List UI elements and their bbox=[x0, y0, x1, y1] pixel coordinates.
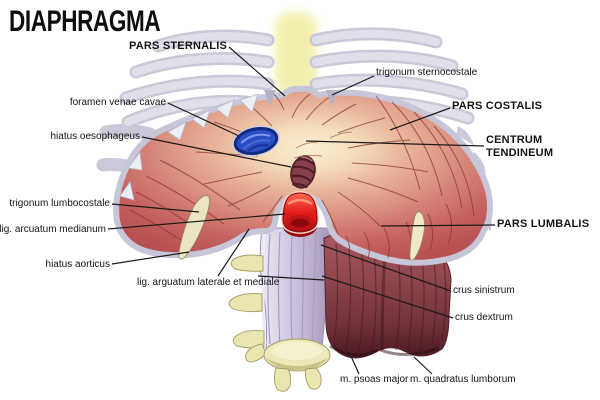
label-foramen-venae-cavae: foramen venae cavae bbox=[69, 97, 166, 108]
leader-hiatus-aorticus bbox=[111, 251, 190, 265]
label-trigonum-sternocostale: trigonum sternocostale bbox=[376, 67, 478, 78]
leader-lig-arcuatum-medianum bbox=[107, 213, 286, 230]
label-m-quadratus-lumborum: m. quadratus lumborum bbox=[410, 374, 516, 385]
label-pars-sternalis: PARS STERNALIS bbox=[129, 40, 227, 52]
lumbocostal-sliver bbox=[178, 195, 210, 260]
label-crus-sinistrum: crus sinistrum bbox=[453, 285, 515, 296]
vena-cava-opening bbox=[232, 125, 280, 157]
leader-pars-sternalis bbox=[228, 46, 286, 97]
label-m-psoas-major: m. psoas major bbox=[340, 374, 409, 385]
lumbar-vertebra bbox=[228, 254, 331, 392]
diagram-title: DIAPHRAGMA bbox=[9, 5, 161, 38]
leader-hiatus-oesophageus bbox=[141, 136, 292, 168]
leader-centrum-tendineum bbox=[305, 140, 485, 147]
label-hiatus-aorticus: hiatus aorticus bbox=[45, 259, 110, 270]
aorta bbox=[280, 191, 320, 237]
leader-m-quadratus-lumborum bbox=[413, 356, 433, 375]
label-crus-dextrum: crus dextrum bbox=[455, 312, 513, 323]
leader-m-psoas-major bbox=[349, 353, 360, 375]
rib-cage bbox=[96, 27, 475, 177]
oesophageal-opening bbox=[290, 155, 316, 189]
leader-trigonum-lumbocostale bbox=[111, 203, 200, 213]
label-centrum-tendineum: CENTRUM TENDINEUM bbox=[486, 134, 554, 159]
centrum-fibers bbox=[293, 131, 353, 159]
sternum bbox=[275, 12, 317, 96]
right-tendon-sliver bbox=[409, 211, 425, 261]
label-hiatus-oesophageus: hiatus oesophageus bbox=[50, 131, 140, 142]
label-pars-costalis: PARS COSTALIS bbox=[452, 100, 543, 112]
leader-crus-sinistrum bbox=[320, 244, 452, 292]
leader-foramen-venae-cavae bbox=[167, 102, 240, 137]
leader-lines bbox=[107, 46, 496, 375]
label-lig-arguatum-laterale-et-mediale: lig. arguatum laterale et mediale bbox=[137, 277, 280, 288]
leader-pars-lumbalis bbox=[380, 224, 496, 227]
costal-attachment-notches bbox=[119, 93, 259, 201]
leader-pars-costalis bbox=[389, 107, 451, 131]
label-lig-arcuatum-medianum: lig. arcuatum medianum bbox=[0, 224, 106, 235]
leader-lig-laterale-1 bbox=[217, 228, 250, 277]
label-trigonum-lumbocostale: trigonum lumbocostale bbox=[9, 198, 110, 209]
leader-crus-dextrum bbox=[321, 275, 454, 319]
leader-lig-laterale-2 bbox=[257, 275, 325, 281]
leader-trigonum-sternocostale bbox=[331, 75, 375, 96]
label-pars-lumbalis: PARS LUMBALIS bbox=[497, 218, 590, 230]
spine-crus-column bbox=[259, 227, 332, 351]
